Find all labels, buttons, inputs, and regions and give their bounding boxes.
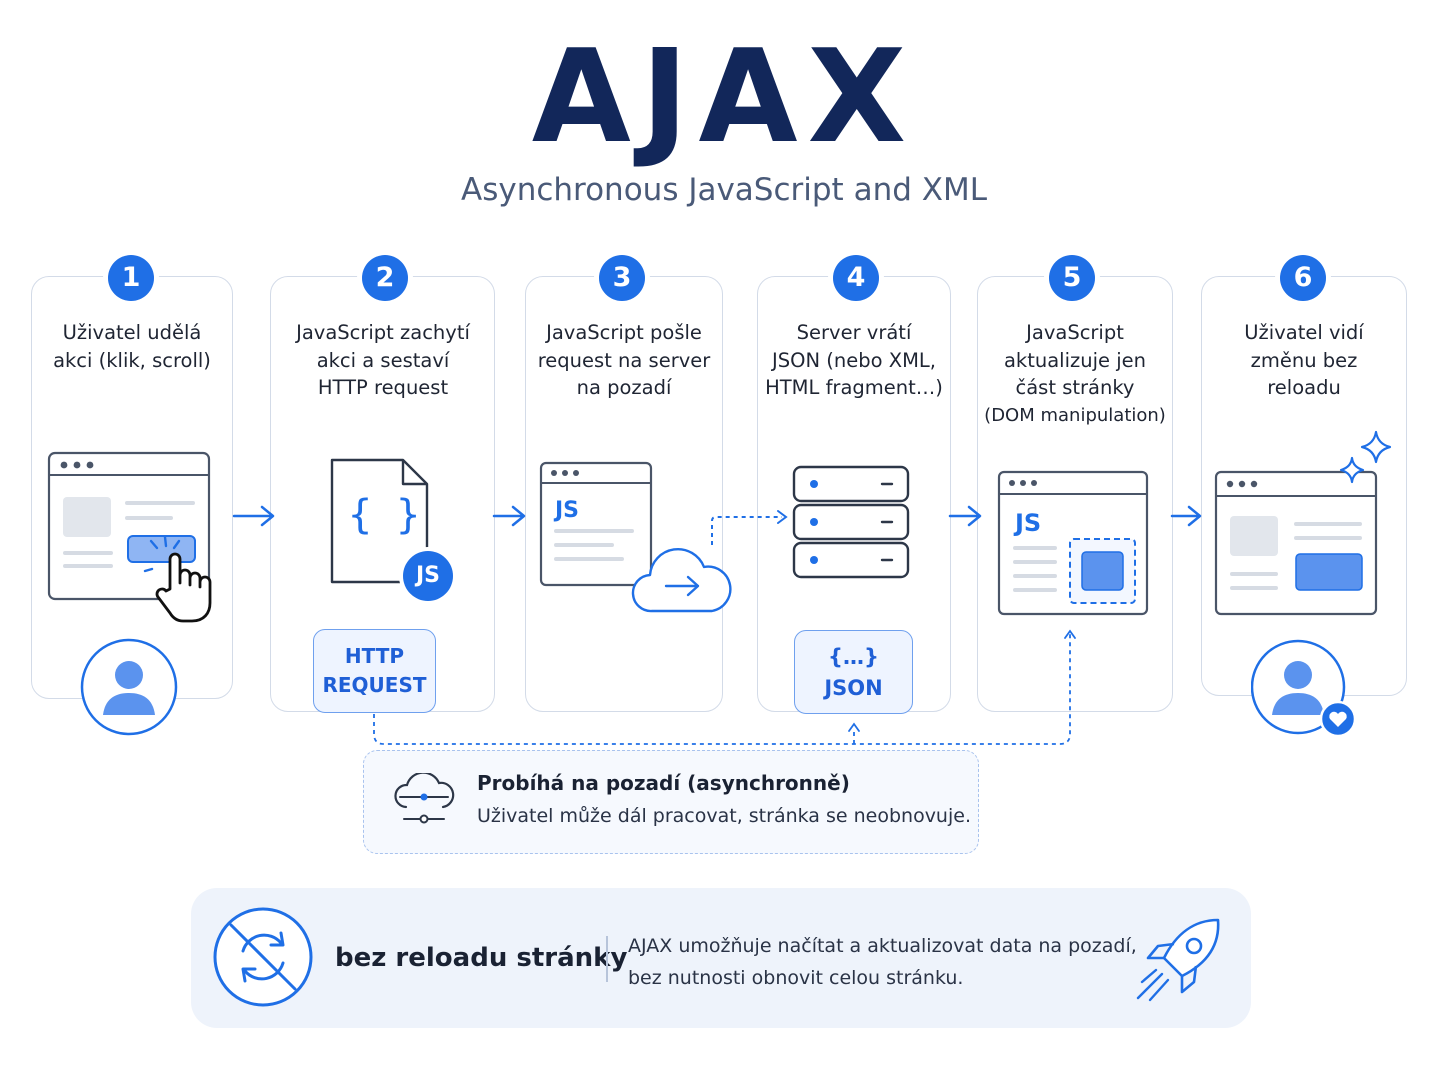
summary-title: bez reloadu stránky (335, 943, 628, 973)
step-number-5: 5 (1049, 255, 1095, 301)
user-icon (80, 638, 178, 736)
page-title: AJAX (531, 23, 917, 172)
summary-banner (191, 888, 1251, 1028)
browser-icon (1214, 470, 1378, 616)
js-file-icon (330, 458, 429, 584)
sparkle-icon (1339, 430, 1392, 484)
arrow-right-icon (232, 505, 275, 527)
browser-icon (539, 461, 653, 587)
step-number-4: 4 (833, 255, 879, 301)
arrow-right-icon (1170, 505, 1202, 527)
background-text: Uživatel může dál pracovat, stránka se n… (477, 805, 971, 827)
step-number-6: 6 (1280, 255, 1326, 301)
background-process-box (363, 750, 979, 854)
summary-divider (606, 936, 608, 982)
server-icon (792, 465, 910, 579)
rocket-icon (1136, 918, 1220, 1002)
js-badge: JS (403, 551, 453, 601)
background-title: Probíhá na pozadí (asynchronně) (477, 771, 850, 795)
code-braces: { } (348, 492, 421, 538)
cloud-arrow-icon (631, 547, 732, 613)
arrow-right-icon (948, 505, 982, 527)
code-label: JS (1015, 509, 1042, 537)
heart-icon (1319, 700, 1357, 738)
summary-text: AJAX umožňuje načítat a aktualizovat dat… (628, 935, 1137, 989)
no-reload-icon (213, 907, 313, 1007)
user-icon (1251, 639, 1346, 735)
json-tag: {…}JSON (794, 630, 913, 714)
async-connector-lines (373, 629, 1076, 745)
arrow-right-icon (492, 505, 526, 527)
dashed-arrow-to-server (711, 510, 788, 545)
step-number-1: 1 (108, 255, 154, 301)
code-label: JS (555, 498, 580, 523)
browser-icon (997, 470, 1149, 616)
page-subtitle: Asynchronous JavaScript and XML (460, 172, 988, 208)
step-number-3: 3 (599, 255, 645, 301)
cloud-sync-icon (394, 773, 455, 824)
cursor-hand-icon (155, 552, 212, 623)
step-number-2: 2 (362, 255, 408, 301)
